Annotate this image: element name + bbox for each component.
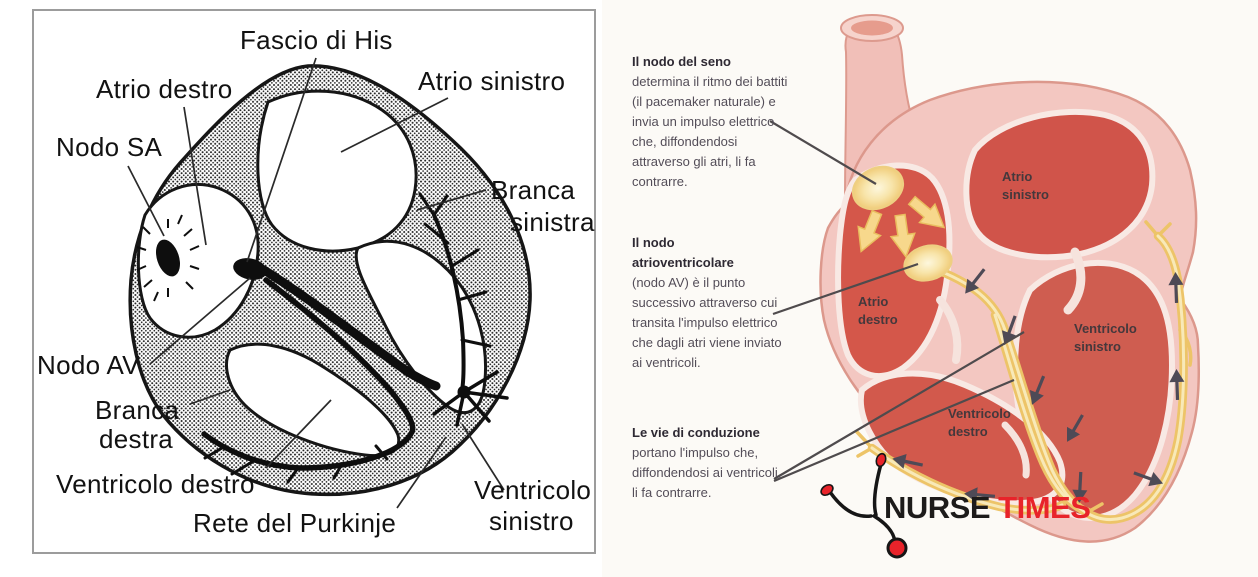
right-color-heart-illustration	[769, 14, 1200, 543]
aorta-lumen	[851, 20, 893, 36]
label-ventricolo-sinistro-1: Ventricolo	[474, 475, 592, 505]
annotation-conduction-paths: Le vie di conduzione portano l'impulso c…	[632, 423, 790, 503]
left-bw-heart-diagram	[32, 9, 596, 554]
heart-label-line: destro	[948, 424, 988, 439]
annotation-body: (nodo AV) è il punto successivo attraver…	[632, 275, 782, 370]
heart-label-line: Ventricolo	[948, 406, 1011, 421]
annotation-body: determina il ritmo dei battiti (il pacem…	[632, 74, 788, 189]
heart-label-atrio-sinistro: Atrio sinistro	[1002, 168, 1049, 204]
label-atrio-sinistro: Atrio sinistro	[418, 66, 566, 96]
valve-structures	[936, 247, 1086, 479]
conduction-pathways	[855, 220, 1193, 524]
annotation-body: portano l'impulso che, diffondendosi ai …	[632, 445, 782, 500]
label-ventricolo-sinistro-2: sinistro	[489, 506, 574, 536]
heart-label-line: Atrio	[858, 294, 889, 309]
conduction-system	[201, 192, 509, 484]
heart-label-line: Ventricolo	[1074, 321, 1137, 336]
label-nodo-sa: Nodo SA	[56, 132, 163, 162]
left-leader-lines	[127, 57, 505, 509]
logo-nurse: NURSE	[884, 490, 991, 525]
sa-node	[136, 214, 200, 302]
left-ventricle-chamber	[354, 239, 488, 414]
label-branca-sinistra-1: Branca	[491, 175, 576, 205]
heart-label-line: sinistro	[1074, 339, 1121, 354]
right-atrium	[835, 162, 953, 379]
heart-label-atrio-destro: Atrio destro	[858, 293, 898, 329]
label-atrio-destro: Atrio destro	[96, 74, 233, 104]
annotation-title: Il nodo atrioventricolare	[632, 235, 734, 270]
purkinje-branch-point	[457, 385, 471, 399]
nurse-times-logo: NURSE TIMES	[884, 490, 1091, 526]
annotation-title: Il nodo del seno	[632, 54, 731, 69]
label-fascio-di-his: Fascio di His	[240, 25, 393, 55]
logo-space	[990, 490, 998, 525]
heart-label-line: destro	[858, 312, 898, 327]
label-nodo-av: Nodo AV	[37, 350, 140, 380]
av-node	[233, 258, 267, 280]
heart-label-ventricolo-destro: Ventricolo destro	[948, 405, 1011, 441]
heart-label-line: sinistro	[1002, 187, 1049, 202]
label-branca-destra-1: Branca	[95, 395, 180, 425]
label-rete-del-purkinje: Rete del Purkinje	[193, 508, 397, 538]
label-ventricolo-destro: Ventricolo destro	[56, 469, 255, 499]
heart-label-line: Atrio	[1002, 169, 1033, 184]
annotation-sinus-node: Il nodo del seno determina il ritmo dei …	[632, 52, 790, 192]
heart-label-ventricolo-sinistro: Ventricolo sinistro	[1074, 320, 1137, 356]
left-atrium	[963, 108, 1156, 261]
annotation-title: Le vie di conduzione	[632, 425, 760, 440]
label-branca-sinistra-2: sinistra	[510, 207, 595, 237]
logo-times: TIMES	[998, 490, 1091, 525]
annotation-av-node: Il nodo atrioventricolare (nodo AV) è il…	[632, 233, 790, 373]
stethoscope-icon	[820, 452, 908, 559]
annotation-leader-lines	[769, 120, 1025, 483]
label-branca-destra-2: destra	[99, 424, 174, 454]
